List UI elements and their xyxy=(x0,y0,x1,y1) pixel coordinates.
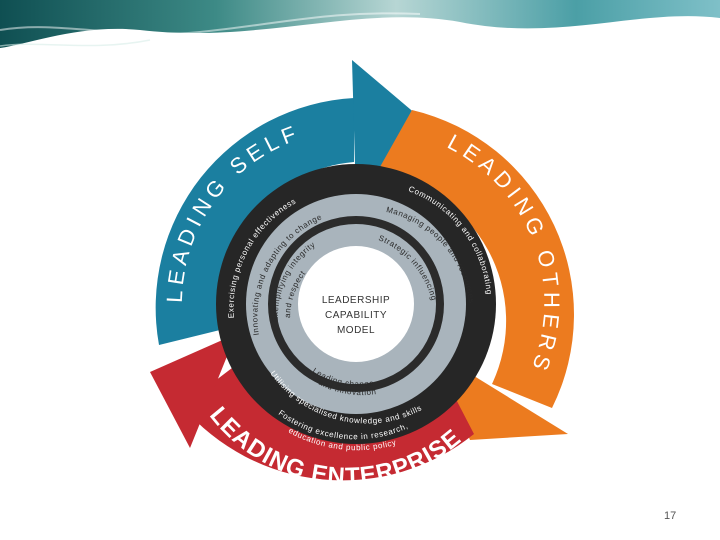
leading-self-arc xyxy=(155,98,354,345)
page-number: 17 xyxy=(664,510,677,522)
water-banner xyxy=(0,0,720,48)
center-title-line-1: LEADERSHIP xyxy=(322,295,390,306)
center-title-line-3: MODEL xyxy=(337,325,375,336)
center-title-line-2: CAPABILITY xyxy=(325,310,387,321)
leading-enterprise-arrowhead xyxy=(150,334,236,448)
model-center xyxy=(298,246,414,362)
capability-inner-divider xyxy=(268,216,444,392)
